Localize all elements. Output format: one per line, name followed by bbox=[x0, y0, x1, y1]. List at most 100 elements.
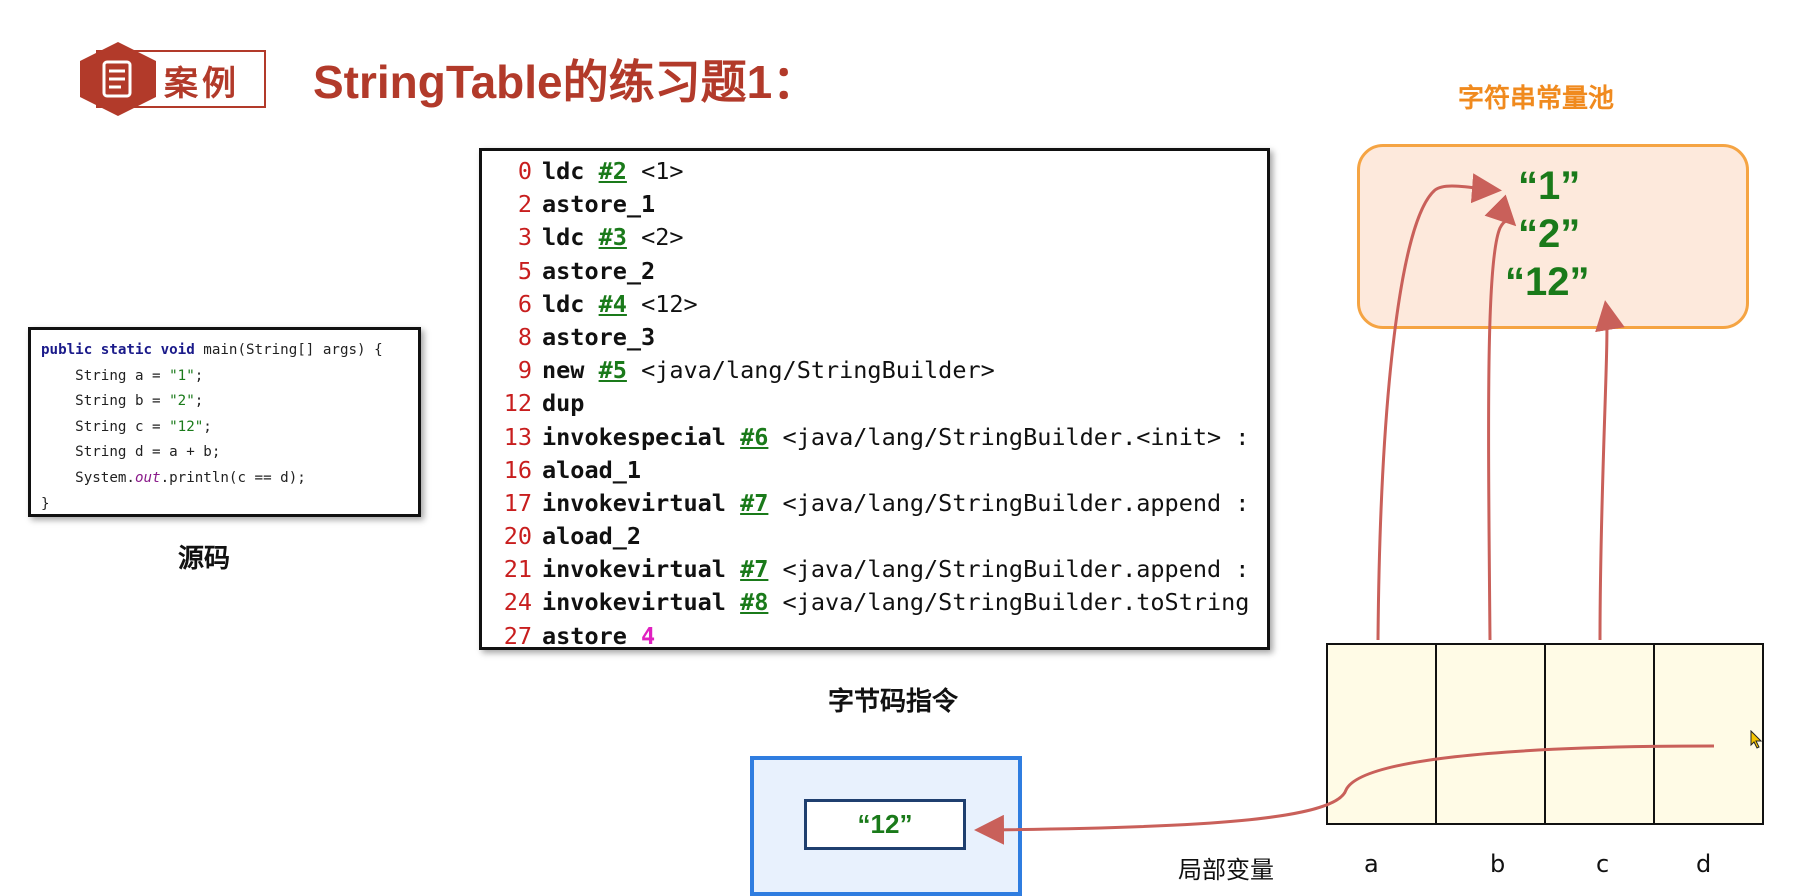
bytecode-slot-number: 4 bbox=[641, 621, 656, 650]
bytecode-argument: <java/lang/StringBuilder.<init> : bbox=[782, 422, 1250, 451]
bytecode-offset: 21 bbox=[503, 555, 532, 584]
source-token: String b = bbox=[41, 393, 170, 410]
bytecode-offset: 24 bbox=[503, 588, 532, 617]
bytecode-opcode: ldc bbox=[542, 223, 585, 252]
source-token: ; bbox=[203, 418, 212, 435]
local-var-name-a: a bbox=[1364, 850, 1379, 878]
bytecode-line: 8 astore_3 bbox=[490, 321, 1267, 354]
bytecode-constant-ref: #7 bbox=[740, 555, 769, 584]
source-line: String d = a + b; bbox=[41, 440, 408, 466]
local-var-slot-c bbox=[1546, 645, 1655, 823]
source-token: main(String[] args) { bbox=[194, 342, 383, 358]
bytecode-constant-ref: #3 bbox=[598, 223, 627, 252]
bytecode-line: 21 invokevirtual #7 <java/lang/StringBuil… bbox=[490, 553, 1267, 586]
bytecode-opcode: aload_2 bbox=[542, 522, 642, 551]
source-code-box: public static void main(String[] args) {… bbox=[28, 327, 421, 517]
local-var-name-d: d bbox=[1696, 850, 1712, 878]
mouse-cursor-icon bbox=[1750, 730, 1763, 749]
bytecode-line: 6 ldc #4 <12> bbox=[490, 288, 1267, 321]
source-token: public static void bbox=[41, 342, 195, 358]
bytecode-offset: 0 bbox=[517, 157, 532, 185]
bytecode-caption: 字节码指令 bbox=[828, 687, 959, 717]
bytecode-opcode: invokevirtual bbox=[542, 555, 726, 584]
source-token: "1" bbox=[169, 367, 195, 384]
reference-arrows bbox=[974, 173, 1715, 845]
heap-string-value: “12” bbox=[804, 799, 966, 850]
bytecode-opcode: aload_1 bbox=[542, 455, 642, 484]
bytecode-offset: 6 bbox=[517, 289, 532, 318]
bytecode-opcode: new bbox=[542, 356, 585, 385]
source-line: String c = "12"; bbox=[41, 415, 408, 441]
bytecode-constant-ref: #2 bbox=[598, 157, 627, 185]
bytecode-line: 27 astore 4 bbox=[490, 620, 1267, 650]
arrow-c-to-12 bbox=[1595, 300, 1625, 641]
bytecode-opcode: astore_3 bbox=[542, 322, 656, 351]
page-title: StringTable的练习题1： bbox=[313, 56, 819, 108]
source-caption: 源码 bbox=[178, 544, 231, 574]
string-pool-title: 字符串常量池 bbox=[1458, 84, 1615, 114]
bytecode-opcode: dup bbox=[542, 389, 585, 418]
bytecode-constant-ref: #7 bbox=[740, 488, 769, 517]
bytecode-offset: 5 bbox=[517, 256, 532, 285]
arrow-a-to-1 bbox=[1376, 173, 1502, 641]
source-token: .println(c == d); bbox=[160, 469, 306, 486]
bytecode-opcode: astore_1 bbox=[542, 190, 656, 219]
bytecode-offset: 16 bbox=[503, 455, 532, 484]
source-token: "12" bbox=[169, 418, 204, 435]
bytecode-argument: <1> bbox=[641, 157, 684, 185]
bytecode-opcode: astore bbox=[542, 621, 627, 650]
local-var-name-b: b bbox=[1490, 850, 1506, 878]
bytecode-offset: 3 bbox=[517, 223, 532, 252]
bytecode-argument: <java/lang/StringBuilder.append : bbox=[782, 555, 1250, 584]
source-line: String b = "2"; bbox=[41, 389, 408, 415]
source-line: } bbox=[41, 492, 408, 518]
bytecode-opcode: invokespecial bbox=[542, 422, 726, 451]
bytecode-line: 16 aload_1 bbox=[490, 454, 1267, 487]
local-var-slot-a bbox=[1328, 645, 1437, 823]
pool-item-2: “2” bbox=[1518, 212, 1581, 256]
source-token: ; bbox=[194, 393, 204, 410]
bytecode-argument: <java/lang/StringBuilder> bbox=[641, 356, 995, 385]
source-token: } bbox=[41, 495, 50, 512]
bytecode-argument: <java/lang/StringBuilder.append : bbox=[782, 488, 1250, 517]
source-line: String a = "1"; bbox=[41, 364, 408, 390]
source-line: public static void main(String[] args) { bbox=[41, 338, 408, 364]
bytecode-opcode: invokevirtual bbox=[542, 588, 726, 617]
bytecode-line: 17 invokevirtual #7 <java/lang/StringBuil… bbox=[490, 487, 1267, 520]
local-var-slot-b bbox=[1437, 645, 1546, 823]
bytecode-opcode: ldc bbox=[542, 289, 585, 318]
bytecode-offset: 20 bbox=[503, 522, 532, 551]
bytecode-offset: 17 bbox=[503, 488, 532, 517]
bytecode-constant-ref: #6 bbox=[740, 422, 769, 451]
case-label: 案例 bbox=[164, 64, 240, 104]
bytecode-line: 2 astore_1 bbox=[490, 188, 1267, 221]
bytecode-offset: 27 bbox=[503, 621, 532, 650]
bytecode-offset: 8 bbox=[517, 322, 532, 351]
bytecode-offset: 9 bbox=[517, 356, 532, 385]
bytecode-argument: <12> bbox=[641, 289, 698, 318]
pool-item-1: “1” bbox=[1518, 164, 1581, 208]
source-token: String d = a + b; bbox=[41, 444, 221, 461]
source-token: out bbox=[134, 469, 161, 486]
bytecode-offset: 12 bbox=[503, 389, 532, 418]
source-token: String c = bbox=[41, 418, 170, 435]
bytecode-opcode: invokevirtual bbox=[542, 488, 726, 517]
bytecode-opcode: ldc bbox=[542, 157, 585, 185]
pool-item-12: “12” bbox=[1505, 260, 1590, 304]
bytecode-line: 12 dup bbox=[490, 387, 1267, 420]
document-icon bbox=[80, 42, 156, 116]
bytecode-constant-ref: #4 bbox=[598, 289, 627, 318]
source-token: ; bbox=[194, 367, 204, 384]
bytecode-line: 20 aload_2 bbox=[490, 520, 1267, 553]
bytecode-line: 0 ldc #2 <1> bbox=[490, 155, 1267, 188]
local-var-name-c: c bbox=[1596, 850, 1610, 878]
source-token: "2" bbox=[169, 393, 195, 410]
source-token: String a = bbox=[41, 367, 170, 384]
bytecode-offset: 2 bbox=[517, 190, 532, 219]
